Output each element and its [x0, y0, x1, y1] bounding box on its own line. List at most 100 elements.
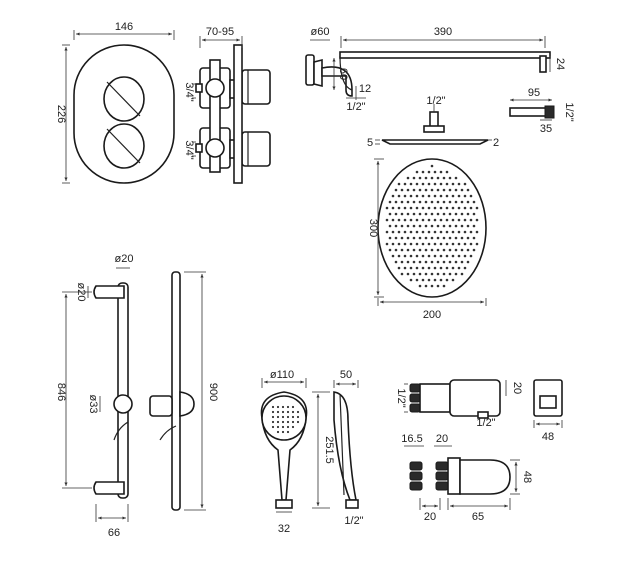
nozzle-dot	[385, 242, 389, 246]
nozzle-dot	[460, 188, 464, 192]
nozzle-dot	[454, 236, 458, 240]
head-thickness-right-label: 2	[493, 137, 499, 149]
nozzle-dot	[475, 230, 479, 234]
nozzle-dot	[415, 182, 419, 186]
nozzle-dot	[448, 260, 452, 264]
nozzle-dot	[448, 176, 452, 180]
nozzle-dot	[421, 170, 425, 174]
nozzle-dot	[436, 284, 440, 288]
nozzle-dot	[430, 212, 434, 216]
handset-nozzle-dot	[286, 420, 290, 424]
nozzle-dot	[427, 170, 431, 174]
head-thread-label: 1/2"	[426, 95, 445, 107]
handset-length-dimension: 251.5	[312, 391, 335, 509]
handset-nozzle-dot	[271, 410, 275, 414]
valve-width-label: 146	[115, 21, 133, 33]
valve-height-label: 226	[55, 105, 67, 123]
nozzle-dot	[433, 230, 437, 234]
nozzle-dot	[445, 170, 449, 174]
nozzle-dot	[403, 218, 407, 222]
nozzle-dot	[451, 182, 455, 186]
nozzle-dot	[442, 212, 446, 216]
handset-nozzle-pattern	[271, 405, 300, 434]
nozzle-dot	[445, 182, 449, 186]
head-thickness-left-label: 5	[367, 137, 373, 149]
nozzle-dot	[397, 266, 401, 270]
handset-nozzle-dot	[286, 410, 290, 414]
outlet-depth-label: 35	[540, 123, 552, 135]
nozzle-dot	[400, 188, 404, 192]
nozzle-dot	[460, 200, 464, 204]
nozzle-dot	[463, 182, 467, 186]
nozzle-dot	[391, 242, 395, 246]
handset-nozzle-dot	[276, 410, 280, 414]
nozzle-dot	[448, 188, 452, 192]
arm-end-dimension: 24	[549, 56, 566, 72]
handset-nozzle-dot	[291, 410, 295, 414]
nozzle-dot	[433, 218, 437, 222]
nozzle-dot	[466, 188, 470, 192]
nozzle-dot	[409, 254, 413, 258]
nozzle-dot	[430, 200, 434, 204]
holder-height-label: 48	[521, 471, 533, 483]
nozzle-dot	[427, 266, 431, 270]
nozzle-dot	[445, 194, 449, 198]
nozzle-dot	[415, 194, 419, 198]
nozzle-dot	[430, 224, 434, 228]
handset-nozzle-dot	[276, 415, 280, 419]
nozzle-dot	[457, 230, 461, 234]
nozzle-dot	[442, 272, 446, 276]
nozzle-dot	[448, 200, 452, 204]
nozzle-dot	[469, 218, 473, 222]
nozzle-dot	[466, 224, 470, 228]
nozzle-dot	[466, 212, 470, 216]
nozzle-dot	[406, 176, 410, 180]
nozzle-dot	[436, 188, 440, 192]
nozzle-dot	[388, 248, 392, 252]
nozzle-pattern	[385, 164, 479, 288]
nozzle-dot	[457, 242, 461, 246]
nozzle-dot	[400, 212, 404, 216]
nozzle-dot	[412, 248, 416, 252]
nozzle-dot	[433, 242, 437, 246]
nozzle-dot	[454, 224, 458, 228]
nozzle-dot	[472, 200, 476, 204]
nozzle-dot	[412, 200, 416, 204]
nozzle-dot	[463, 194, 467, 198]
nozzle-dot	[418, 188, 422, 192]
handset-dia-dimension: ø110	[261, 369, 307, 388]
nozzle-dot	[466, 260, 470, 264]
nozzle-dot	[403, 230, 407, 234]
nozzle-dot	[466, 236, 470, 240]
nozzle-dot	[418, 260, 422, 264]
nozzle-dot	[445, 230, 449, 234]
head-width-dimension: 200	[377, 298, 487, 321]
nozzle-dot	[472, 212, 476, 216]
handset-handle-label: 32	[278, 523, 290, 535]
nozzle-dot	[427, 230, 431, 234]
handset-nozzle-dot	[296, 420, 300, 424]
handset-nozzle-dot	[291, 420, 295, 424]
nozzle-dot	[385, 206, 389, 210]
nozzle-dot	[400, 236, 404, 240]
nozzle-dot	[418, 176, 422, 180]
nozzle-dot	[406, 212, 410, 216]
rail-bracket-dimension: ø33	[87, 395, 101, 413]
nozzle-dot	[421, 254, 425, 258]
nozzle-dot	[439, 278, 443, 282]
elbow-thread-in-label: 1/2"	[395, 388, 407, 407]
nozzle-dot	[412, 212, 416, 216]
handset-nozzle-dot	[281, 410, 285, 414]
nozzle-dot	[388, 236, 392, 240]
nozzle-dot	[394, 224, 398, 228]
nozzle-dot	[430, 272, 434, 276]
nozzle-dot	[436, 236, 440, 240]
nozzle-dot	[430, 176, 434, 180]
rail-projection-label: 66	[108, 527, 120, 539]
nozzle-dot	[421, 206, 425, 210]
nozzle-dot	[415, 170, 419, 174]
nozzle-dot	[436, 212, 440, 216]
valve-depth-label: 70-95	[206, 26, 234, 38]
nozzle-dot	[415, 278, 419, 282]
nozzle-dot	[460, 236, 464, 240]
